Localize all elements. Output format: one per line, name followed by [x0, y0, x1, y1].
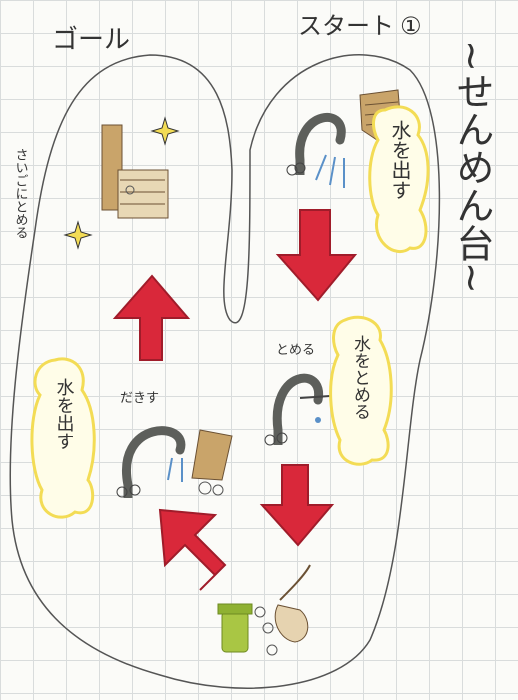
faucet-left-icon	[116, 426, 186, 498]
hand-goal-icon	[101, 124, 169, 219]
step-number: ①	[400, 12, 422, 40]
label-hug: だきす	[120, 391, 159, 406]
highlight-bubble-left	[30, 357, 96, 519]
label-finally-stop: さいごにとめる	[13, 148, 28, 239]
hands-left-icon	[191, 429, 233, 496]
goal-label: ゴール	[52, 25, 130, 55]
label-stop-small: とめる	[276, 343, 315, 358]
highlight-bubble-top	[368, 105, 430, 254]
page-title: ~せんめん台~	[450, 40, 494, 294]
highlight-bubble-middle	[329, 315, 393, 466]
soap-bottle-icon	[217, 603, 274, 653]
faucet-off-icon	[264, 373, 331, 446]
start-label: スタート	[298, 12, 394, 40]
faucet-running-icon	[286, 112, 346, 188]
arrow-down-1	[275, 209, 358, 302]
label-stop-water: 水をとめる	[350, 335, 371, 420]
hand-washing-icon	[266, 564, 311, 656]
arrow-diagonal-up	[158, 508, 227, 591]
arrow-down-2	[259, 464, 335, 547]
label-water-out-left: 水を出す	[54, 378, 75, 450]
boundary-outline	[9, 54, 441, 689]
label-water-out-top: 水を出す	[388, 120, 412, 200]
sparkle-icon	[63, 116, 180, 250]
arrow-up	[112, 274, 191, 361]
